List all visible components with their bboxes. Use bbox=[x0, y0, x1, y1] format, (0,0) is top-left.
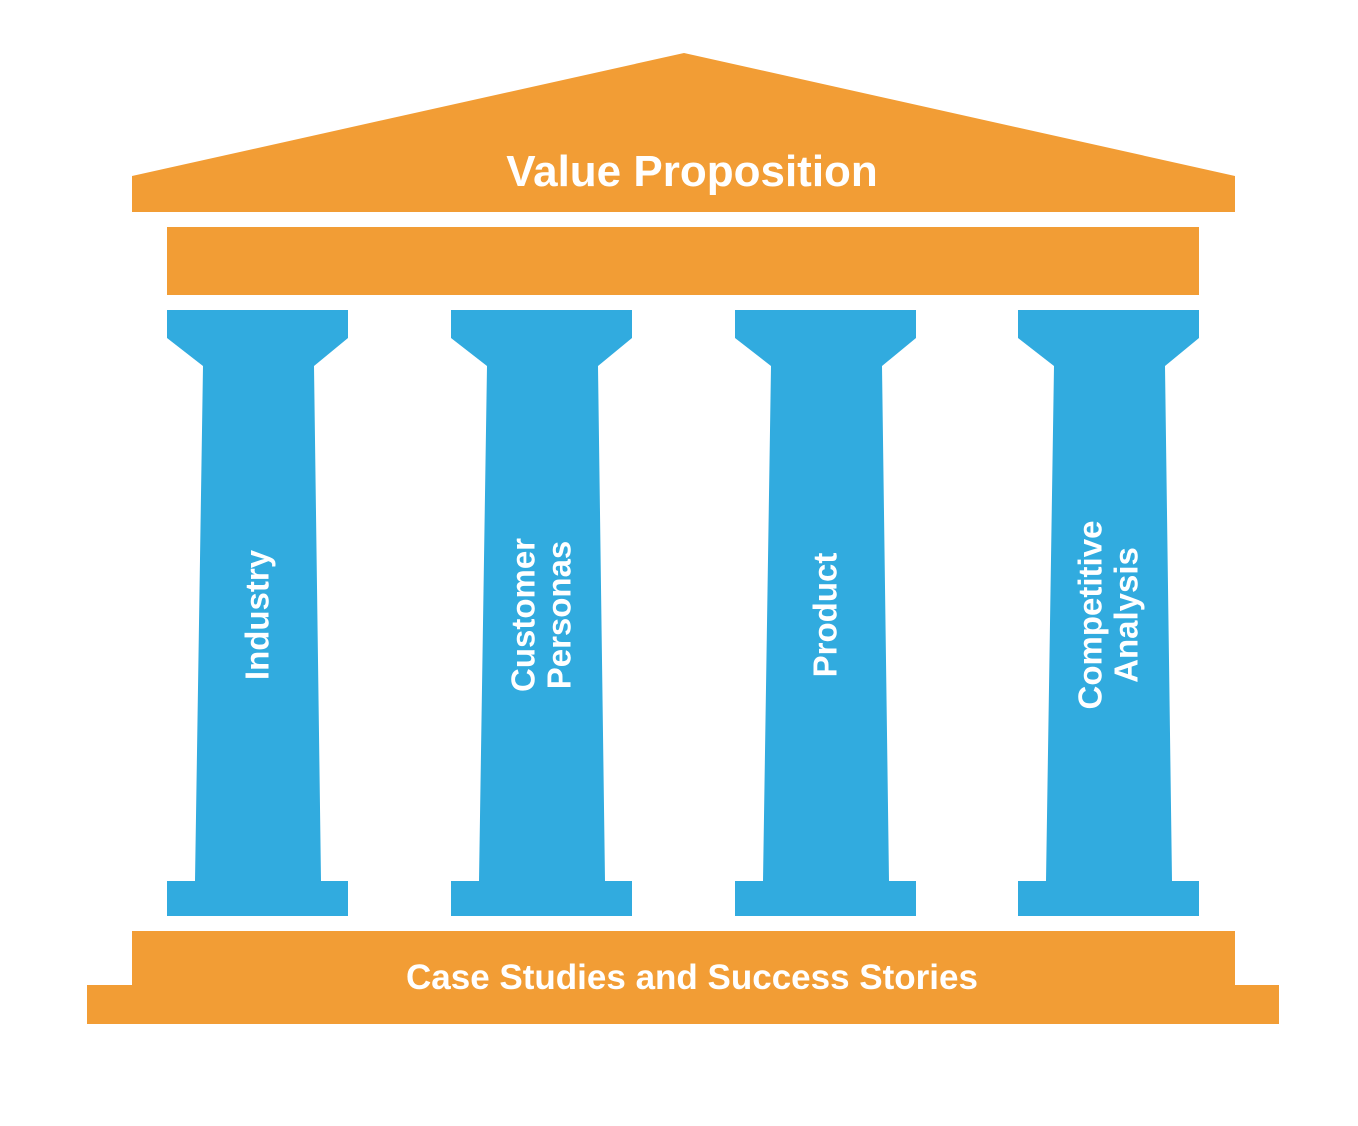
pillars-group: Industry CustomerPersonas Product Competiti… bbox=[167, 310, 1199, 916]
foundation-upper-step bbox=[132, 931, 1235, 987]
pillar-4 bbox=[1018, 310, 1199, 916]
pillar-label-4: CompetitiveAnalysis bbox=[1072, 521, 1145, 710]
pillar-label-line: Customer bbox=[505, 538, 542, 692]
pillar-label-line: Product bbox=[807, 553, 844, 678]
pillar-label-line: Personas bbox=[541, 541, 578, 690]
pillar-label-2: CustomerPersonas bbox=[505, 538, 578, 692]
pillar-label-3: Product bbox=[807, 553, 844, 678]
foundation-lower-step bbox=[87, 985, 1279, 1024]
pillar-label-line: Competitive bbox=[1072, 521, 1109, 710]
pillar-1 bbox=[167, 310, 348, 916]
pillar-label-line: Analysis bbox=[1108, 547, 1145, 683]
pillar-label-1: Industry bbox=[239, 549, 276, 680]
roof-pediment bbox=[132, 53, 1235, 212]
pillar-3 bbox=[735, 310, 916, 916]
roof-label: Value Proposition bbox=[506, 147, 878, 196]
pillar-2 bbox=[451, 310, 632, 916]
pillar-label-line: Industry bbox=[239, 549, 276, 680]
architrave-beam bbox=[167, 227, 1199, 295]
foundation-label: Case Studies and Success Stories bbox=[406, 958, 978, 997]
